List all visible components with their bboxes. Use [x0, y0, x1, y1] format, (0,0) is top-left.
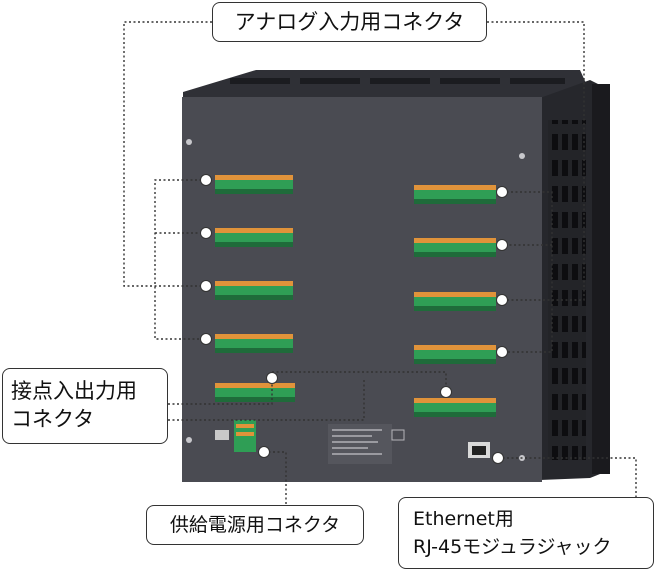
leader-lines [123, 21, 637, 505]
callout-ethernet-jack: Ethernet用 RJ-45モジュラジャック [398, 497, 654, 569]
callout-markers [200, 174, 508, 464]
callout-contact-io-connector: 接点入出力用 コネクタ [2, 368, 168, 444]
power-connector [215, 420, 256, 452]
screw-icon [519, 153, 525, 159]
callout-label: 供給電源用コネクタ [169, 514, 341, 536]
ce-mark-icon [391, 429, 405, 441]
screw-icon [186, 139, 192, 145]
callout-label-line-1: 接点入出力用 [11, 379, 137, 403]
terminal-block [215, 175, 293, 194]
nameplate [328, 424, 405, 464]
terminal-block [215, 281, 293, 300]
terminal-block [414, 398, 496, 417]
terminal-block [215, 334, 293, 353]
callout-analog-input-connector: アナログ入力用コネクタ [212, 2, 487, 42]
callout-label-line-2: RJ-45モジュラジャック [413, 536, 612, 558]
housing-top [183, 70, 590, 100]
terminal-block [215, 383, 295, 402]
terminal-block [414, 292, 496, 311]
callout-power-connector: 供給電源用コネクタ [146, 505, 364, 545]
terminal-block [414, 238, 496, 257]
callout-label-line-1: Ethernet用 [413, 508, 514, 530]
callout-label: アナログ入力用コネクタ [234, 10, 465, 34]
contact-io-connectors [215, 383, 496, 417]
analog-connectors-left [215, 175, 293, 353]
top-vents [230, 78, 565, 84]
ethernet-jack [468, 442, 490, 458]
callout-label-line-2: コネクタ [11, 407, 95, 431]
front-bezel [592, 84, 610, 474]
terminal-block [414, 345, 496, 364]
terminal-block [414, 185, 496, 204]
side-vents [548, 120, 586, 460]
screw-icon [186, 437, 192, 443]
analog-connectors-right [414, 185, 496, 364]
terminal-block [215, 228, 293, 247]
